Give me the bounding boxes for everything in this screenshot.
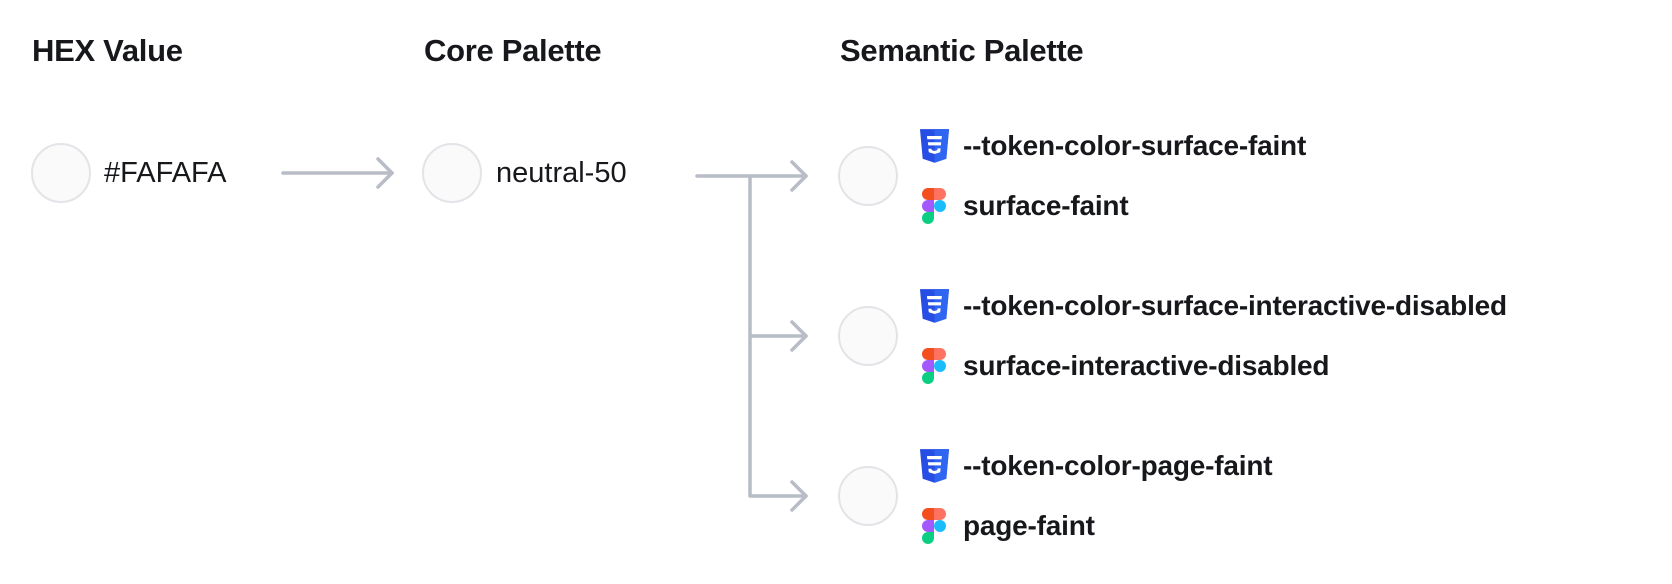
figma-token-line: page-faint [918,496,1658,556]
figma-token-line: surface-faint [918,176,1658,236]
css3-icon [918,128,950,164]
semantic-palette-header: Semantic Palette [840,33,1084,68]
semantic-swatch [838,306,898,366]
core-swatch [422,143,482,203]
arrowhead-branch-3 [790,480,808,512]
semantic-item: --token-color-surface-interactive-disabl… [918,276,1658,396]
core-color-label: neutral-50 [496,156,627,189]
css-token-line: --token-color-page-faint [918,436,1658,496]
arrowhead-branch-1 [790,160,808,192]
semantic-swatch [838,466,898,526]
css3-icon [918,448,950,484]
hex-swatch [31,143,91,203]
css-token-line: --token-color-surface-interactive-disabl… [918,276,1658,336]
arrowhead-branch-2 [790,320,808,352]
hex-value-header: HEX Value [32,33,183,68]
figma-icon [918,508,950,544]
figma-icon [918,348,950,384]
semantic-item: --token-color-page-faint page-faint [918,436,1658,556]
branch-trunk-and-line-3 [748,174,808,498]
hex-value-label: #FAFAFA [104,156,227,189]
figma-token-label: surface-faint [963,190,1129,221]
css-token-label: --token-color-surface-faint [963,130,1307,161]
core-palette-header: Core Palette [424,33,602,68]
semantic-swatch [838,146,898,206]
figma-icon [918,188,950,224]
figma-token-line: surface-interactive-disabled [918,336,1658,396]
css-token-line: --token-color-surface-faint [918,116,1658,176]
semantic-item: --token-color-surface-faint surface-fain… [918,116,1658,236]
css-token-label: --token-color-page-faint [963,450,1273,481]
figma-token-label: surface-interactive-disabled [963,350,1330,381]
css3-icon [918,288,950,324]
figma-token-label: page-faint [963,510,1095,541]
css-token-label: --token-color-surface-interactive-disabl… [963,290,1507,321]
arrowhead-hex-to-core [376,157,394,189]
